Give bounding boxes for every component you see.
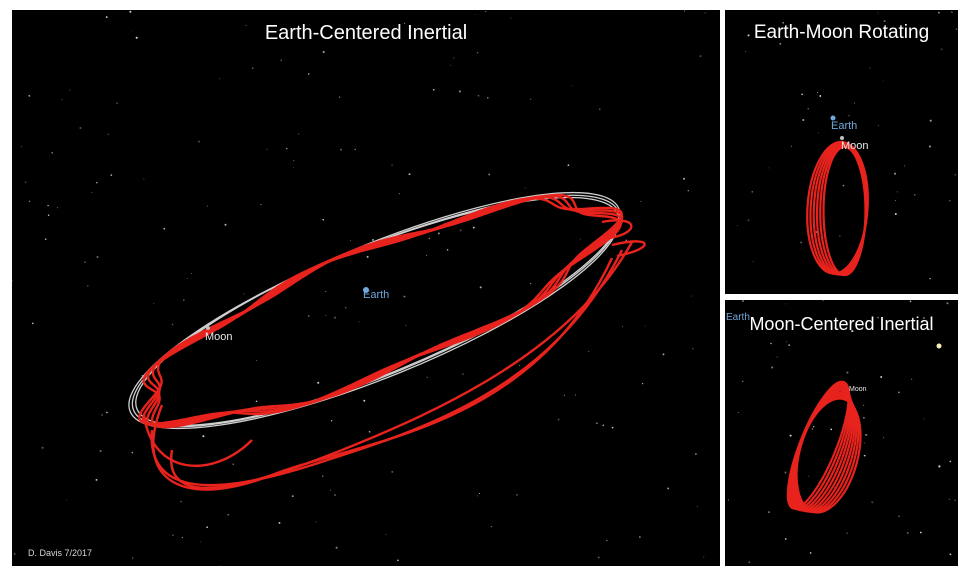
trajectory-loop bbox=[138, 193, 622, 425]
earth-centered-inertial-panel: Earth Moon Earth-Centered Inertial D. Da… bbox=[12, 10, 720, 566]
earth-label: Earth bbox=[363, 289, 389, 301]
panel-title: Moon-Centered Inertial bbox=[749, 314, 934, 334]
trajectory-arc bbox=[150, 249, 624, 487]
mci-orbit-view: Earth Moon bbox=[726, 300, 956, 564]
earth-moon-rotating-panel: Earth Moon Earth-Moon Rotating bbox=[725, 10, 958, 294]
earth-label: Earth bbox=[726, 312, 750, 323]
moon-marker bbox=[206, 326, 210, 330]
author-credit: D. Davis 7/2017 bbox=[28, 548, 93, 558]
moon-label: Moon bbox=[205, 331, 233, 343]
starfield bbox=[727, 300, 956, 564]
trajectory-loop bbox=[822, 145, 867, 277]
trajectory-arc bbox=[142, 414, 253, 468]
starfield bbox=[12, 10, 706, 566]
moon-label: Moon bbox=[849, 386, 867, 393]
trajectory-loop bbox=[795, 397, 862, 514]
trajectory-loop bbox=[142, 197, 623, 429]
trajectory-cusp bbox=[611, 240, 646, 258]
emr-orbit-view: Earth Moon bbox=[736, 11, 958, 280]
trajectory-loop bbox=[146, 195, 624, 428]
moon-label: Moon bbox=[841, 140, 869, 152]
panel-title: Earth-Centered Inertial bbox=[264, 22, 468, 44]
trajectory-arc bbox=[169, 241, 634, 490]
trajectory-loop bbox=[141, 194, 623, 427]
moon-centered-inertial-panel: Earth Moon Moon-Centered Inertial bbox=[725, 300, 958, 566]
earth-marker bbox=[363, 287, 369, 293]
earth-marker bbox=[830, 115, 836, 121]
moon-marker bbox=[840, 136, 844, 140]
trajectory-loops bbox=[138, 193, 646, 491]
trajectory-loops bbox=[806, 140, 869, 277]
sun-dot bbox=[936, 343, 942, 349]
trajectory-loops bbox=[786, 380, 862, 514]
trajectory-cusp bbox=[601, 219, 633, 240]
earth-label: Earth bbox=[831, 120, 857, 132]
panel-title: Earth-Moon Rotating bbox=[753, 22, 930, 43]
eci-orbit-view: Earth Moon bbox=[12, 10, 706, 566]
